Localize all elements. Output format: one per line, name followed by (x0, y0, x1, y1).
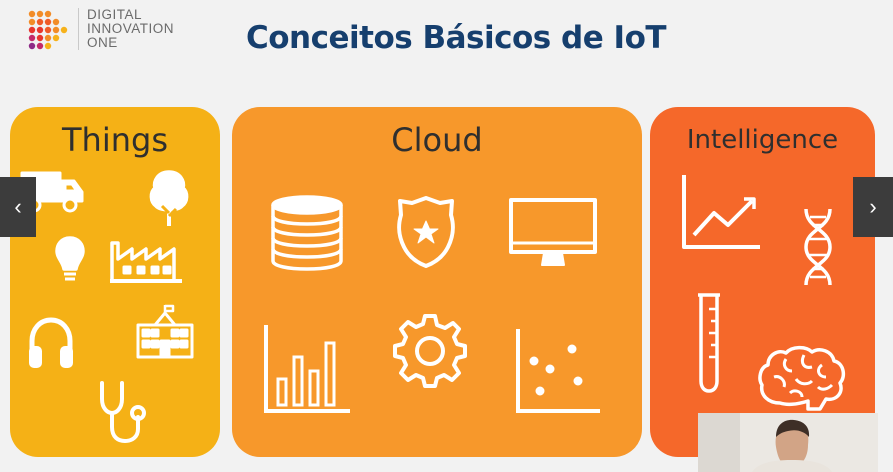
factory-icon (108, 235, 184, 285)
lightbulb-icon (54, 235, 86, 285)
logo-line-3: ONE (87, 35, 118, 50)
presenter-webcam (698, 413, 878, 472)
line-chart-icon (680, 173, 762, 251)
presenter-video-feed (698, 413, 878, 472)
scatter-plot-icon (514, 325, 602, 415)
database-icon (270, 195, 344, 271)
panel-intelligence: Intelligence (650, 107, 875, 457)
panel-title-intelligence: Intelligence (686, 125, 839, 155)
stethoscope-icon (94, 379, 156, 445)
panel-title-cloud: Cloud (391, 121, 483, 159)
test-tube-icon (696, 291, 722, 395)
headphones-icon (26, 315, 76, 371)
chevron-right-icon: › (869, 194, 877, 219)
dna-icon (800, 207, 836, 287)
monitor-icon (508, 197, 598, 269)
security-badge-icon (396, 195, 456, 269)
logo-text: DIGITAL INNOVATION ONE (87, 8, 174, 50)
panel-things: Things (10, 107, 220, 457)
school-building-icon (135, 303, 195, 361)
logo-line-1: DIGITAL (87, 7, 143, 22)
panel-cloud: Cloud (232, 107, 642, 457)
slide-title: Conceitos Básicos de IoT (246, 20, 667, 56)
previous-slide-button[interactable]: ‹ (0, 177, 36, 237)
panel-title-things: Things (62, 121, 168, 159)
brand-logo: DIGITAL INNOVATION ONE (26, 8, 174, 50)
next-slide-button[interactable]: › (853, 177, 893, 237)
brain-icon (756, 343, 848, 413)
bar-chart-icon (262, 321, 352, 415)
logo-line-2: INNOVATION (87, 21, 175, 36)
tree-icon (147, 169, 191, 229)
dio-logo-icon (28, 10, 68, 50)
logo-divider (78, 8, 79, 50)
gear-icon (392, 313, 468, 389)
chevron-left-icon: ‹ (14, 194, 22, 219)
